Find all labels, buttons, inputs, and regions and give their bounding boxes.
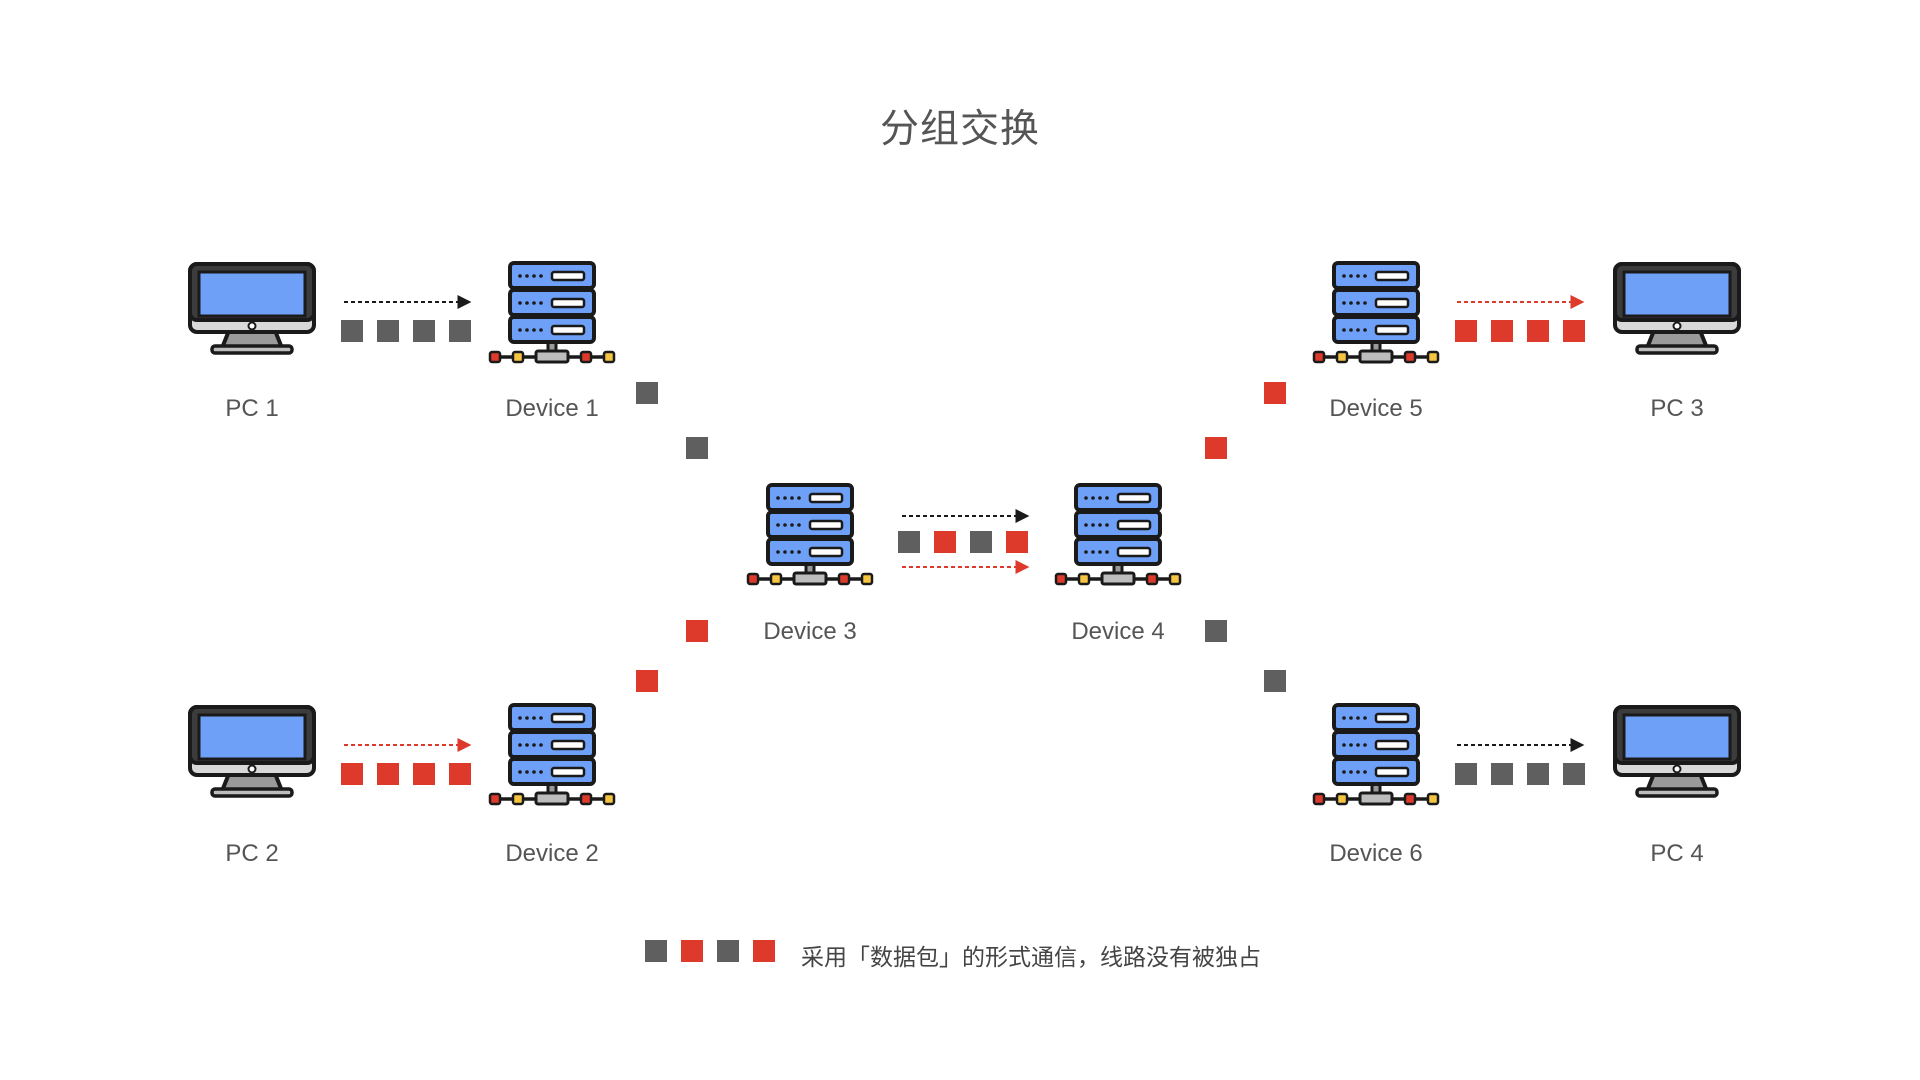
device4-server-icon	[1054, 483, 1182, 586]
pc1-monitor-icon	[188, 262, 316, 355]
packet-gray	[1563, 763, 1585, 785]
legend-text: 采用「数据包」的形式通信，线路没有被独占	[801, 945, 1261, 971]
packet-red	[1563, 320, 1585, 342]
packet-gray	[898, 531, 920, 553]
packet-gray	[1264, 670, 1286, 692]
pc3-label: PC 3	[1650, 395, 1704, 422]
packet-gray	[970, 531, 992, 553]
legend-packet-red	[753, 940, 775, 962]
packet-gray	[636, 382, 658, 404]
packet-gray	[686, 437, 708, 459]
packet-gray	[1491, 763, 1513, 785]
packet-red	[1455, 320, 1477, 342]
packet-gray	[1455, 763, 1477, 785]
device3-server-icon	[746, 483, 874, 586]
pc4-monitor-icon	[1613, 705, 1741, 798]
packet-red	[377, 763, 399, 785]
device1-server-icon	[488, 261, 616, 364]
packet-gray	[413, 320, 435, 342]
device2-server-icon	[488, 703, 616, 806]
pc2-label: PC 2	[225, 840, 279, 867]
diagram-title: 分组交换	[879, 107, 1040, 152]
packet-gray	[341, 320, 363, 342]
device6-label: Device 6	[1329, 840, 1423, 867]
device4-label: Device 4	[1071, 618, 1165, 645]
packet-red	[636, 670, 658, 692]
device3-label: Device 3	[763, 618, 857, 645]
packet-red	[449, 763, 471, 785]
legend-packet-gray	[717, 940, 739, 962]
pc3-monitor-icon	[1613, 262, 1741, 355]
packet-red	[1006, 531, 1028, 553]
legend-packet-red	[681, 940, 703, 962]
device5-label: Device 5	[1329, 395, 1423, 422]
pc2-monitor-icon	[188, 705, 316, 798]
packet-red	[686, 620, 708, 642]
packet-red	[934, 531, 956, 553]
pc1-label: PC 1	[225, 395, 279, 422]
device1-label: Device 1	[505, 395, 599, 422]
packet-red	[1264, 382, 1286, 404]
device2-label: Device 2	[505, 840, 599, 867]
packet-gray	[1205, 620, 1227, 642]
packet-red	[1491, 320, 1513, 342]
pc4-label: PC 4	[1650, 840, 1704, 867]
packet-gray	[449, 320, 471, 342]
device5-server-icon	[1312, 261, 1440, 364]
packet-gray	[377, 320, 399, 342]
device6-server-icon	[1312, 703, 1440, 806]
packet-gray	[1527, 763, 1549, 785]
packet-red	[341, 763, 363, 785]
packet-red	[1527, 320, 1549, 342]
packet-red	[1205, 437, 1227, 459]
legend-packet-gray	[645, 940, 667, 962]
packet-red	[413, 763, 435, 785]
